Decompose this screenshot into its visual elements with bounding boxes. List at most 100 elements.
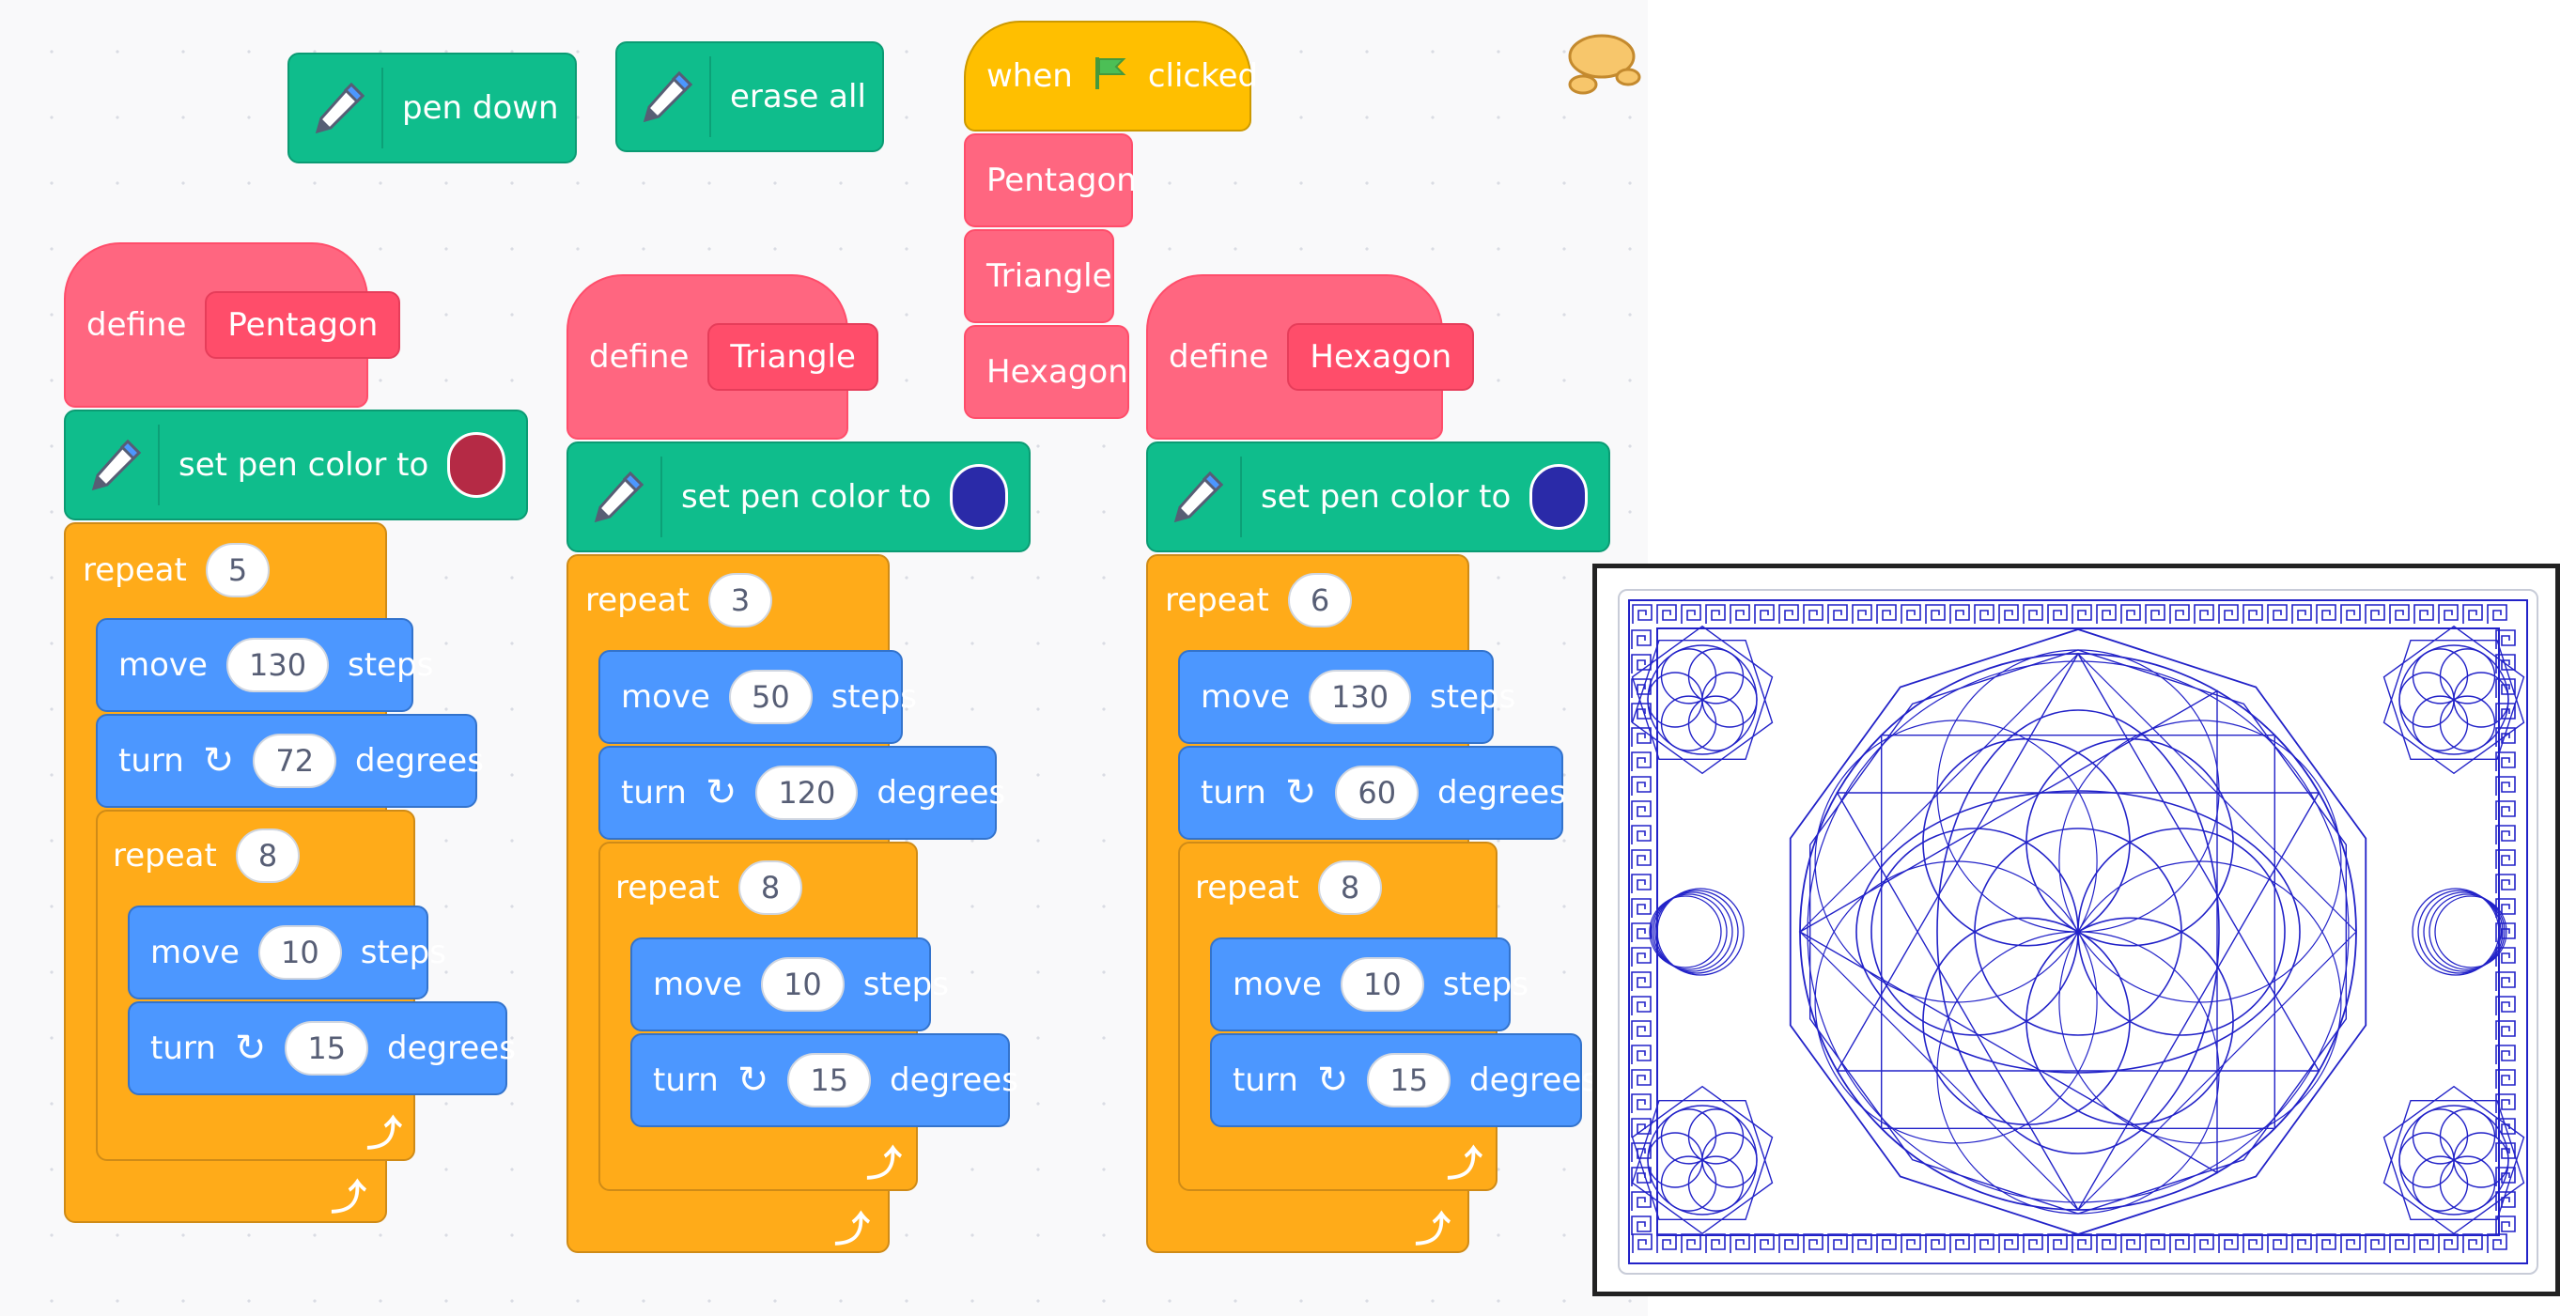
pen-color-swatch[interactable] [1529,464,1588,530]
move-block[interactable]: move 50 steps [598,650,917,744]
loop-arrow-icon: ⤴ [331,1177,367,1218]
steps-label: steps [830,678,917,716]
call-hexagon-block[interactable]: Hexagon [964,325,1129,419]
set-pen-color-block[interactable]: set pen color to [1146,441,1610,552]
move-label: move [150,934,240,971]
turn-degrees-input[interactable]: 60 [1335,766,1420,820]
inner-turn-block[interactable]: turn ↻ 15 degrees [1210,1033,1598,1127]
set-pen-color-label: set pen color to [681,478,932,516]
turn-label: turn [150,1030,216,1067]
move-label: move [1233,966,1322,1003]
turn-label: turn [1233,1061,1298,1099]
hexagon-prototype: Hexagon [1287,323,1475,391]
set-pen-color-label: set pen color to [178,446,429,484]
turn-block[interactable]: turn ↻ 60 degrees [1178,746,1566,840]
degrees-label: degrees [387,1030,516,1067]
repeat-count-input[interactable]: 3 [707,573,773,627]
call-pentagon-block[interactable]: Pentagon [964,133,1137,227]
degrees-label: degrees [355,742,484,780]
loop-arrow-icon: ⤴ [834,1209,871,1250]
steps-label: steps [862,966,949,1003]
turn-right-icon: ↻ [202,739,235,782]
inner-repeat-count-input[interactable]: 8 [235,828,301,883]
turn-label: turn [118,742,184,780]
pen-color-swatch[interactable] [950,464,1008,530]
repeat-header: repeat 5 [64,532,290,609]
pen-icon [1169,457,1242,537]
when-flag-clicked-block[interactable]: when clicked [964,21,1258,132]
repeat-label: repeat [113,837,217,875]
pen-icon [589,457,662,537]
turn-degrees-input[interactable]: 120 [755,766,859,820]
move-label: move [118,646,208,684]
erase-all-block[interactable]: erase all [615,41,884,152]
inner-turn-block[interactable]: turn ↻ 15 degrees [128,1001,516,1095]
inner-turn-degrees-input[interactable]: 15 [1367,1053,1451,1107]
turn-block[interactable]: turn ↻ 120 degrees [598,746,1005,840]
pen-down-block[interactable]: pen down [287,53,577,163]
green-flag-icon [1092,54,1129,100]
degrees-label: degrees [877,774,1006,812]
triangle-prototype: Triangle [707,323,878,391]
inner-repeat-count-input[interactable]: 8 [1317,860,1383,915]
turn-degrees-input[interactable]: 72 [253,734,337,788]
repeat-count-input[interactable]: 5 [205,543,271,597]
repeat-label: repeat [585,581,690,619]
move-label: move [1201,678,1290,716]
move-block[interactable]: move 130 steps [96,618,433,712]
steps-label: steps [360,934,446,971]
inner-repeat-header: repeat 8 [96,817,320,894]
inner-repeat-header: repeat 8 [1178,849,1403,926]
inner-move-steps-input[interactable]: 10 [257,925,342,980]
inner-move-steps-input[interactable]: 10 [760,957,845,1012]
repeat-label: repeat [1195,869,1299,906]
call-hexagon-label: Hexagon [986,353,1128,391]
call-triangle-block[interactable]: Triangle [964,229,1114,323]
inner-turn-degrees-input[interactable]: 15 [787,1053,872,1107]
inner-turn-degrees-input[interactable]: 15 [285,1021,369,1076]
move-block[interactable]: move 130 steps [1178,650,1515,744]
turn-label: turn [621,774,687,812]
define-triangle-block[interactable]: define Triangle [566,274,878,440]
inner-move-block[interactable]: move 10 steps [128,906,446,999]
turn-block[interactable]: turn ↻ 72 degrees [96,714,484,808]
degrees-label: degrees [1469,1061,1598,1099]
move-steps-input[interactable]: 130 [1308,670,1412,724]
repeat-header: repeat 6 [1146,562,1373,639]
code-workspace[interactable]: pen down erase all when clicked Pentagon… [0,0,1648,1316]
move-steps-input[interactable]: 50 [728,670,813,724]
turn-label: turn [653,1061,719,1099]
turn-label: turn [1201,774,1266,812]
call-pentagon-label: Pentagon [986,162,1137,199]
clicked-label: clicked [1147,57,1259,95]
loop-arrow-icon: ⤴ [866,1143,903,1184]
move-steps-input[interactable]: 130 [225,638,330,692]
when-label: when [986,57,1073,95]
steps-label: steps [348,646,434,684]
repeat-header: repeat 3 [566,562,793,639]
inner-move-steps-input[interactable]: 10 [1340,957,1424,1012]
turn-right-icon: ↻ [705,771,737,814]
set-pen-color-block[interactable]: set pen color to [64,410,528,520]
inner-repeat-count-input[interactable]: 8 [737,860,803,915]
repeat-label: repeat [615,869,720,906]
move-label: move [621,678,710,716]
pen-icon [86,425,160,505]
loop-arrow-icon: ⤴ [366,1113,403,1154]
set-pen-color-block[interactable]: set pen color to [566,441,1031,552]
move-label: move [653,966,742,1003]
define-pentagon-block[interactable]: define Pentagon [64,242,401,408]
pen-icon [638,56,711,137]
inner-turn-block[interactable]: turn ↻ 15 degrees [630,1033,1018,1127]
inner-move-block[interactable]: move 10 steps [630,937,949,1031]
define-label: define [86,306,187,344]
pen-color-swatch[interactable] [447,432,505,498]
repeat-count-input[interactable]: 6 [1287,573,1353,627]
sprite-icon[interactable] [1555,19,1644,107]
set-pen-color-label: set pen color to [1261,478,1512,516]
steps-label: steps [1442,966,1529,1003]
inner-move-block[interactable]: move 10 steps [1210,937,1529,1031]
repeat-label: repeat [83,551,187,589]
define-hexagon-block[interactable]: define Hexagon [1146,274,1475,440]
stage[interactable] [1618,589,2538,1275]
